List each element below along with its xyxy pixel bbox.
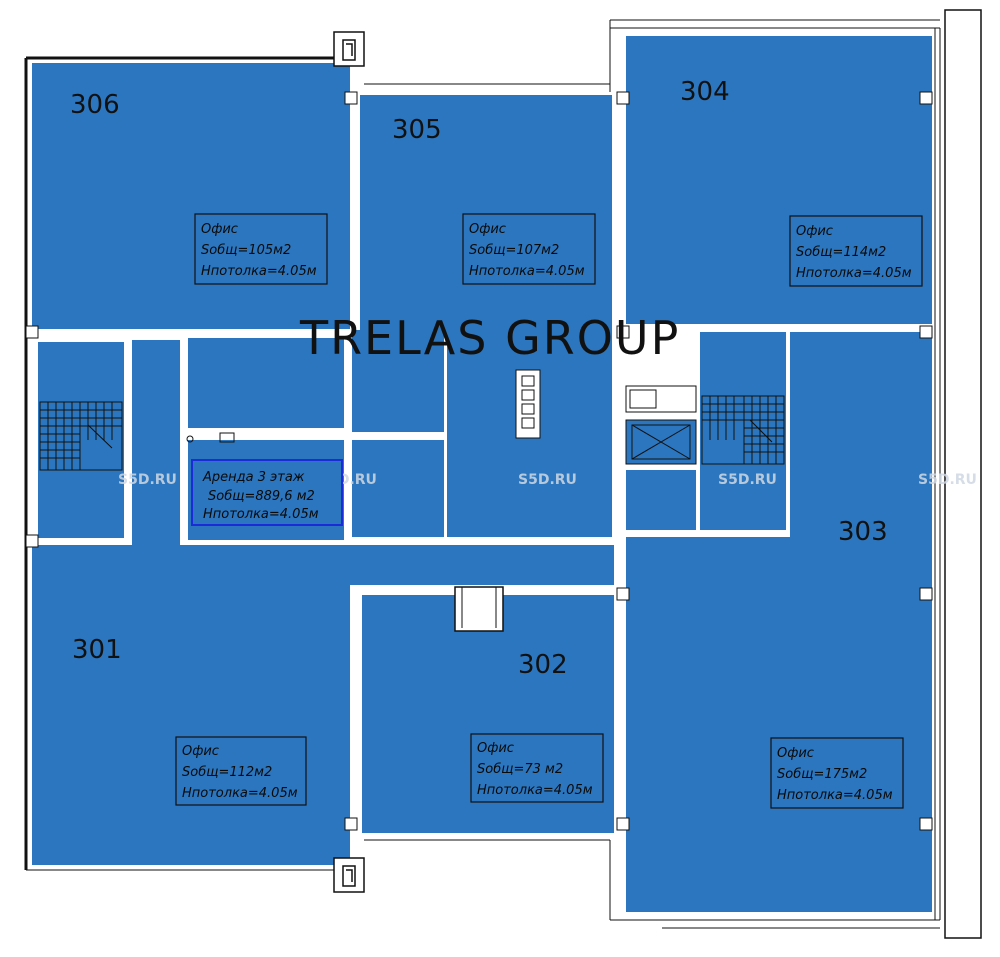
- rental-height: Hпотолка=4.05м: [203, 507, 319, 522]
- svg-text:Офис: Офис: [201, 222, 238, 237]
- room-number-305: 305: [392, 115, 442, 145]
- watermark-4: S5D.RU: [718, 472, 777, 488]
- room-number-304: 304: [680, 77, 730, 107]
- svg-text:Sобщ=114м2: Sобщ=114м2: [796, 245, 886, 260]
- svg-text:Hпотолка=4.05м: Hпотолка=4.05м: [201, 264, 317, 279]
- svg-text:Hпотолка=4.05м: Hпотолка=4.05м: [477, 783, 593, 798]
- room-number-303: 303: [838, 517, 888, 547]
- room-number-302: 302: [518, 650, 568, 680]
- elevator-shaft: [625, 385, 697, 465]
- room-label-305: Офис Sобщ=107м2 Hпотолка=4.05м: [462, 213, 596, 285]
- svg-text:Sобщ=105м2: Sобщ=105м2: [201, 243, 291, 258]
- svg-text:Sобщ=112м2: Sобщ=112м2: [182, 765, 272, 780]
- watermark-1: S5D.RU: [118, 472, 177, 488]
- rental-summary: Аренда 3 этаж Sобщ=889,6 м2 Hпотолка=4.0…: [191, 459, 343, 526]
- room-label-306: Офис Sобщ=105м2 Hпотолка=4.05м: [194, 213, 328, 285]
- wall-columns: [25, 91, 933, 831]
- svg-text:Офис: Офис: [469, 222, 506, 237]
- rental-title: Аренда 3 этаж: [202, 470, 305, 485]
- room-label-304: Офис Sобщ=114м2 Hпотолка=4.05м: [789, 215, 923, 287]
- svg-text:Hпотолка=4.05м: Hпотолка=4.05м: [796, 266, 912, 281]
- room-label-302: Офис Sобщ=73 м2 Hпотолка=4.05м: [470, 733, 604, 803]
- room-label-303: Офис Sобщ=175м2 Hпотолка=4.05м: [770, 737, 904, 809]
- svg-text:Hпотолка=4.05м: Hпотолка=4.05м: [182, 786, 298, 801]
- room-number-301: 301: [72, 635, 122, 665]
- svg-text:Sобщ=175м2: Sобщ=175м2: [777, 767, 867, 782]
- stair-left: [38, 342, 124, 538]
- room-302[interactable]: [362, 595, 614, 833]
- svg-text:Sобщ=107м2: Sобщ=107м2: [469, 243, 559, 258]
- room-label-301: Офис Sобщ=112м2 Hпотолка=4.05м: [175, 736, 307, 806]
- vent-stack: [515, 369, 541, 439]
- perimeter: [26, 83, 611, 920]
- svg-text:Hпотолка=4.05м: Hпотолка=4.05м: [777, 788, 893, 803]
- room-306[interactable]: [24, 56, 350, 870]
- rental-area: Sобщ=889,6 м2: [208, 489, 315, 504]
- fixture-circle-icon: [186, 435, 194, 443]
- room-301[interactable]: [32, 545, 350, 865]
- svg-text:Офис: Офис: [477, 741, 514, 756]
- watermark-3: S5D.RU: [518, 472, 577, 488]
- watermark-5: S5D.RU: [918, 472, 977, 488]
- room-303[interactable]: [626, 332, 932, 912]
- room-304[interactable]: [626, 36, 932, 324]
- room-number-306: 306: [70, 90, 120, 120]
- corner-columns: [333, 9, 982, 939]
- svg-text:Hпотолка=4.05м: Hпотолка=4.05м: [469, 264, 585, 279]
- fixture-box-icon: [219, 432, 235, 443]
- room-305[interactable]: [352, 95, 612, 537]
- svg-text:Sобщ=73 м2: Sобщ=73 м2: [477, 762, 563, 777]
- stair-right: [701, 395, 785, 465]
- brand-title: TRELAS GROUP: [299, 311, 680, 365]
- svg-text:Офис: Офис: [182, 744, 219, 759]
- svg-text:Офис: Офис: [796, 224, 833, 239]
- svg-text:Офис: Офис: [777, 746, 814, 761]
- niche: [454, 586, 504, 632]
